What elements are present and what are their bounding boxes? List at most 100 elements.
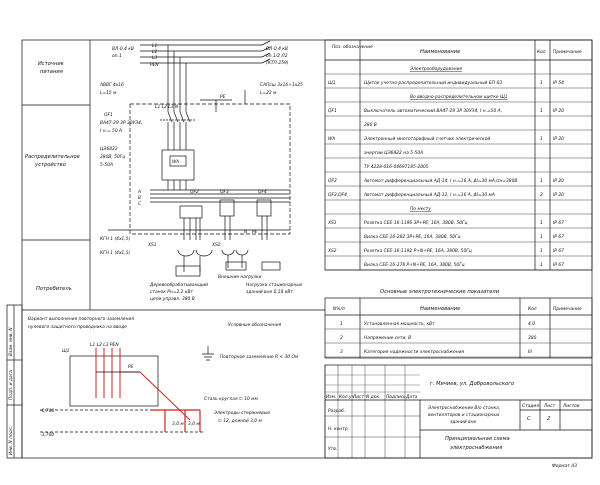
- spec-name: Розетка СЕЕ-16-1192 Р+N+РЕ, 16А, 380В, 5…: [364, 248, 472, 254]
- bus-l3: L3: [152, 55, 157, 61]
- qf2-box: [179, 205, 203, 219]
- spec-pos: QF1: [328, 108, 337, 114]
- spec-pos: XS1: [327, 220, 337, 226]
- ind-name: Установленная мощность, кВт: [364, 321, 435, 327]
- meter-type: ЦЭ6822: [100, 146, 118, 152]
- spec-header-name: Наименование: [420, 49, 460, 55]
- tb-col: Изм.: [326, 394, 336, 400]
- role-developer: Разраб.: [328, 408, 345, 414]
- meter-voltage: 380В, 50Гц: [100, 154, 125, 160]
- ind-header-name: Наименование: [420, 306, 460, 312]
- role-control: Н. контр.: [328, 426, 349, 432]
- svg-text:C: C: [138, 201, 142, 207]
- depth-2: -3,700: [40, 432, 54, 438]
- electrodes-1: Электроды стержневые: [213, 410, 270, 416]
- load-ventilation: [225, 261, 247, 271]
- qf1-in: I н.= 50 А: [100, 128, 122, 134]
- ind-header-note: Примечание: [553, 306, 582, 312]
- ground-symbol: [202, 346, 214, 361]
- spec-note: IP 67: [553, 248, 564, 254]
- side-stamp-1: Инв. N подл.: [8, 426, 14, 455]
- meter-box: [161, 149, 195, 181]
- depth-1: -0,700: [40, 408, 54, 414]
- pe-bar-label: PE: [128, 364, 134, 370]
- label-consumer: Потребитель: [36, 286, 72, 292]
- bus-pen: PEN: [150, 62, 159, 68]
- tb-col: Дата: [405, 394, 418, 400]
- desc-3: зданий вне: [450, 419, 476, 425]
- steel-label: Сталь круглая ∅ 10 мм: [204, 396, 258, 402]
- ind-name: Категория надежности электроснабжения: [364, 349, 464, 355]
- qf4-box: [256, 199, 272, 217]
- grounding-sketch: Вариант выполнения повторного заземления…: [28, 316, 299, 438]
- spec-note: IP 20: [553, 108, 564, 114]
- drawing-title-2: электроснабжения: [450, 445, 502, 451]
- spec-pos: Щ1: [328, 80, 336, 86]
- drawing-frame: [21, 39, 593, 459]
- bus-l1: L1: [152, 43, 157, 49]
- spec-name: энергии ЦЭ6822 на 5-50А: [364, 150, 423, 156]
- n-label: N: [244, 229, 248, 235]
- label-distribution-2: устройство: [34, 162, 66, 168]
- kgn-1: КГН 1 (4х1,5): [100, 236, 131, 242]
- load-3: цепи управл. 380 В: [150, 296, 195, 302]
- qf3-label: QF3: [220, 189, 229, 195]
- label-source-1: Источник: [38, 61, 65, 67]
- label-distribution-1: Распределительное: [25, 154, 80, 160]
- legend-title: Условные обозначения: [228, 322, 282, 328]
- spacing-1: 3,0 м: [172, 421, 184, 427]
- title-block: г. Мичиев, ул. Добровольского Изм.Кол.уч…: [324, 364, 593, 469]
- indicators-table: Основные электротехнические показатели N…: [324, 289, 593, 359]
- spec-note: IP 67: [553, 262, 564, 268]
- spec-name: 380 В: [364, 122, 377, 128]
- distribution-box: [129, 103, 291, 235]
- spec-qty: 1: [540, 178, 543, 184]
- load-external: [261, 261, 281, 271]
- spec-name: Электронный многотарифный счетчик электр…: [363, 136, 490, 142]
- meter-current: 5-50А: [100, 162, 113, 168]
- spec-header-note: Примечание: [553, 49, 582, 55]
- spec-pos: Wh: [328, 136, 335, 142]
- load-2: станок Pн=2,2 кВт: [150, 289, 194, 295]
- line-in-2c: (КТП-259): [266, 60, 289, 66]
- phases-label: L1 L2 L3 PEN: [90, 342, 119, 348]
- qf3-box: [219, 199, 235, 217]
- stage-value: С: [527, 416, 531, 422]
- ind-name: Напряжение сети, В: [364, 335, 411, 341]
- line-in-2: ВЛ-0,4 кВ: [266, 46, 288, 52]
- electrodes-2: ∅ 12, длиной 3,0 м: [218, 418, 262, 424]
- kgn-2: КГН 1 (4х1,5): [100, 250, 131, 256]
- xs1-label: XS1: [147, 242, 157, 248]
- ind-header-n: N%/п: [333, 306, 345, 312]
- spec-note: IP 67: [553, 220, 564, 226]
- ind-n: 3: [340, 349, 343, 355]
- line-in-1b: оп.1: [112, 53, 122, 59]
- spec-section: Электрооборудование: [409, 66, 462, 72]
- indicators-title: Основные электротехнические показатели: [380, 289, 500, 295]
- ind-val: 380: [528, 335, 537, 341]
- spec-pos: QF2: [328, 178, 337, 184]
- load-6: Внешние нагрузки: [218, 274, 262, 280]
- ind-val: 4,0: [528, 321, 535, 327]
- load-1: Деревообрабатывающий: [149, 282, 208, 288]
- desc-1: Электроснабжение В/о станка,: [427, 405, 500, 411]
- ind-val: III: [528, 349, 533, 355]
- spec-pos: QF3,QF4: [328, 192, 347, 198]
- tb-col: Кол.уч: [339, 394, 355, 400]
- spec-name: Вилка СЕЕ-16-282 3Р+РЕ, 16А, 380В, 50Гц: [364, 234, 460, 240]
- spec-pos: XS2: [327, 248, 337, 254]
- spec-qty: 2: [540, 192, 543, 198]
- svg-text:A: A: [137, 189, 141, 195]
- pe-top: PE: [220, 94, 226, 100]
- sip-cable: САПсш 3х16+1х25: [260, 82, 303, 88]
- xs2-label: XS2: [211, 242, 221, 248]
- qf2-label: QF2: [190, 189, 199, 195]
- spec-qty: 1: [540, 136, 543, 142]
- format-label: Формат А3: [552, 463, 577, 469]
- spec-name: Автомат дифференциальный АД-14, I н.=16 …: [363, 178, 517, 184]
- spec-qty: 1: [540, 80, 543, 86]
- stage-header: Стадия: [522, 403, 539, 409]
- spec-header-pos: Поз. обозначение: [332, 44, 373, 50]
- svg-text:L1 L2 L3 N: L1 L2 L3 N: [155, 104, 179, 110]
